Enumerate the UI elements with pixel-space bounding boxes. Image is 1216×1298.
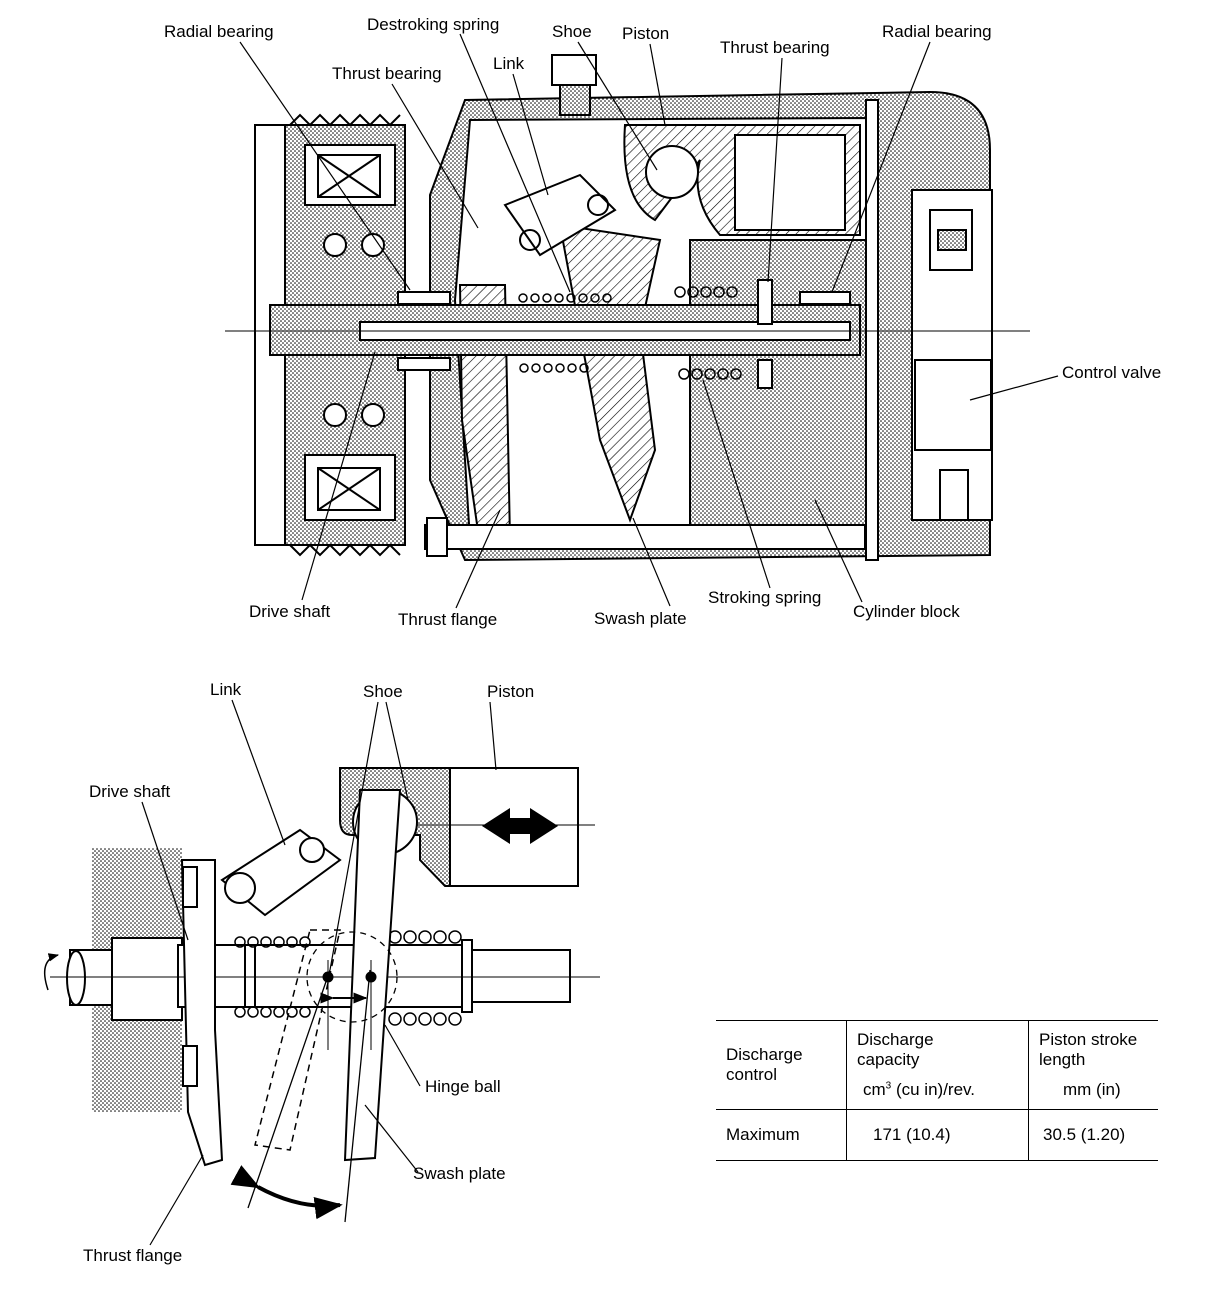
header-stroke-line2: length bbox=[1039, 1050, 1086, 1069]
spec-table: Discharge control Discharge capacity cm3… bbox=[716, 1020, 1158, 1161]
label-cylinder-block: Cylinder block bbox=[853, 602, 960, 621]
header-discharge-control: Discharge control bbox=[716, 1020, 847, 1110]
label-link-top: Link bbox=[493, 54, 525, 73]
cylinder-block bbox=[689, 239, 871, 541]
spec-table-header: Discharge control Discharge capacity cm3… bbox=[716, 1020, 1158, 1110]
label-shoe-top: Shoe bbox=[552, 22, 592, 41]
label-destroking-spring: Destroking spring bbox=[367, 15, 500, 34]
cell-row-label: Maximum bbox=[716, 1109, 847, 1161]
label-drive-shaft-bottom: Drive shaft bbox=[89, 782, 171, 801]
header-stroke-unit: mm (in) bbox=[1063, 1080, 1121, 1099]
label-control-valve: Control valve bbox=[1062, 363, 1162, 382]
label-shoe-bottom: Shoe bbox=[363, 682, 403, 701]
cell-capacity: 171 (10.4) bbox=[846, 1109, 1029, 1161]
header-capacity-line1: Discharge bbox=[857, 1030, 934, 1049]
header-discharge-capacity: Discharge capacity cm3 (cu in)/rev. bbox=[846, 1020, 1029, 1110]
label-swash-plate-bottom: Swash plate bbox=[413, 1164, 506, 1183]
label-piston-top: Piston bbox=[622, 24, 670, 43]
shoe bbox=[645, 145, 699, 199]
destroking-spring bbox=[518, 293, 612, 373]
label-swash-plate-top: Swash plate bbox=[594, 609, 687, 628]
table-row: Maximum 171 (10.4) 30.5 (1.20) bbox=[716, 1109, 1158, 1161]
link-arm bbox=[503, 173, 617, 257]
label-thrust-bearing-right: Thrust bearing bbox=[720, 38, 830, 57]
label-thrust-flange-top: Thrust flange bbox=[398, 610, 498, 629]
label-radial-bearing-right: Radial bearing bbox=[882, 22, 992, 41]
label-link-bottom: Link bbox=[210, 680, 242, 699]
label-radial-bearing-left: Radial bearing bbox=[164, 22, 274, 41]
header-discharge-control-line1: Discharge bbox=[726, 1045, 803, 1064]
header-capacity-unit: cm3 (cu in)/rev. bbox=[863, 1080, 975, 1099]
top-leader-lines bbox=[239, 33, 1059, 609]
piston-motion-arrow bbox=[482, 808, 558, 844]
label-hinge-ball: Hinge ball bbox=[425, 1077, 501, 1096]
stroking-spring bbox=[674, 286, 742, 380]
label-thrust-flange-bottom: Thrust flange bbox=[83, 1246, 183, 1265]
header-capacity-line2: capacity bbox=[857, 1050, 920, 1069]
bottom-leader-lines bbox=[141, 699, 497, 1246]
label-drive-shaft-top: Drive shaft bbox=[249, 602, 331, 621]
label-thrust-bearing-left: Thrust bearing bbox=[332, 64, 442, 83]
swash-mechanism-detail bbox=[43, 767, 600, 1223]
cell-stroke: 30.5 (1.20) bbox=[1028, 1109, 1158, 1161]
header-discharge-control-line2: control bbox=[726, 1065, 778, 1084]
label-stroking-spring: Stroking spring bbox=[708, 588, 822, 607]
compressor-cross-section bbox=[225, 54, 1030, 562]
header-stroke-line1: Piston stroke bbox=[1039, 1030, 1138, 1049]
detail-thrust-flange bbox=[180, 859, 224, 1167]
header-piston-stroke: Piston stroke length mm (in) bbox=[1028, 1020, 1158, 1110]
label-piston-bottom: Piston bbox=[487, 682, 535, 701]
swash-plate bbox=[558, 223, 662, 523]
